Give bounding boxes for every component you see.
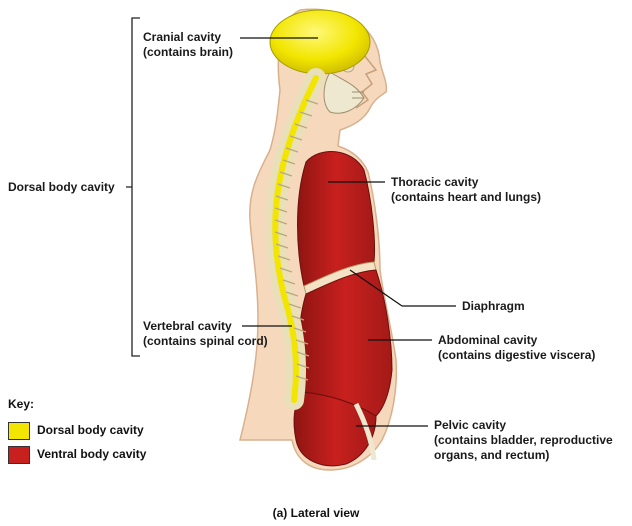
teeth [352,91,364,99]
pelvic-cavity [293,391,377,467]
key-swatch-dorsal [8,422,30,440]
label-abdominal-cavity: Abdominal cavity(contains digestive visc… [438,333,596,362]
label-vertebral-cavity: Vertebral cavity(contains spinal cord) [143,319,268,348]
cranial-cavity-brain [269,9,371,75]
label-thoracic-cavity: Thoracic cavity(contains heart and lungs… [391,175,542,204]
dorsal-bracket [126,17,140,357]
vertebra-ticks [274,99,319,381]
key-label-dorsal: Dorsal body cavity [37,423,144,437]
label-dorsal-body-cavity: Dorsal body cavity [8,180,115,194]
vertebral-cavity-cord [272,75,319,403]
label-cranial-cavity: Cranial cavity(contains brain) [143,30,234,59]
pelvic-bone [353,402,377,461]
face-profile [355,49,378,109]
leader-diaphragm [349,269,403,307]
key-label-ventral: Ventral body cavity [37,447,147,461]
key-title: Key: [8,397,35,411]
label-pelvic-cavity: Pelvic cavity(contains bladder, reproduc… [434,418,613,462]
leader-lines [240,37,456,427]
key-swatch-ventral [8,446,30,464]
label-diaphragm: Diaphragm [462,299,525,313]
figure-caption: (a) Lateral view [272,506,360,520]
skull-jaw [323,71,365,114]
